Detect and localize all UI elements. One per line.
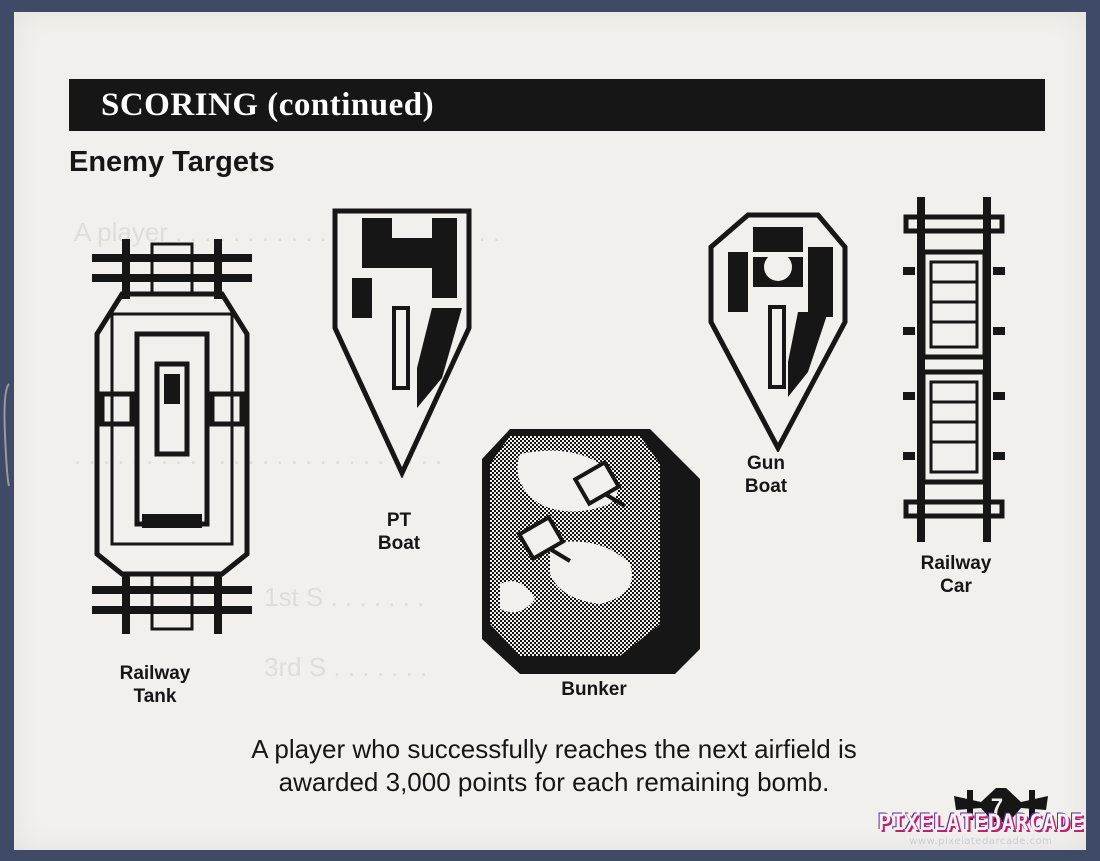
railway-tank-label: Railway Tank [119, 663, 191, 707]
plane-icon [954, 788, 1048, 822]
pt-boat-icon [332, 208, 472, 478]
page-number: 7 [990, 794, 1004, 819]
watermark: PIXELATEDARCADE www.pixelatedarcade.com [878, 811, 1084, 847]
banner-title: SCORING (continued) [101, 87, 435, 123]
railway-tank-icon [92, 239, 252, 634]
bunker-icon [482, 429, 700, 674]
railway-car-icon [903, 197, 1005, 542]
bunker-label: Bunker [561, 679, 627, 700]
show-through-text: 1st S . . . . . . . [264, 582, 425, 612]
pt-boat-label: PT Boat [377, 510, 421, 554]
gun-boat-label: Gun Boat [744, 453, 788, 497]
bonus-caption: A player who successfully reaches the ne… [251, 734, 857, 797]
manual-page: A player . . . . . . . . . . . . . . . .… [14, 12, 1086, 850]
section-title: Enemy Targets [69, 146, 275, 178]
watermark-name: PIXELATEDARCADE [877, 811, 1084, 836]
watermark-url: www.pixelatedarcade.com [909, 836, 1053, 847]
staple-icon [3, 383, 10, 487]
gun-boat-icon [708, 212, 848, 452]
show-through-text: 3rd S . . . . . . . [264, 652, 428, 682]
section-banner: SCORING (continued) [69, 79, 1045, 131]
railway-car-label: Railway Car [920, 553, 992, 597]
